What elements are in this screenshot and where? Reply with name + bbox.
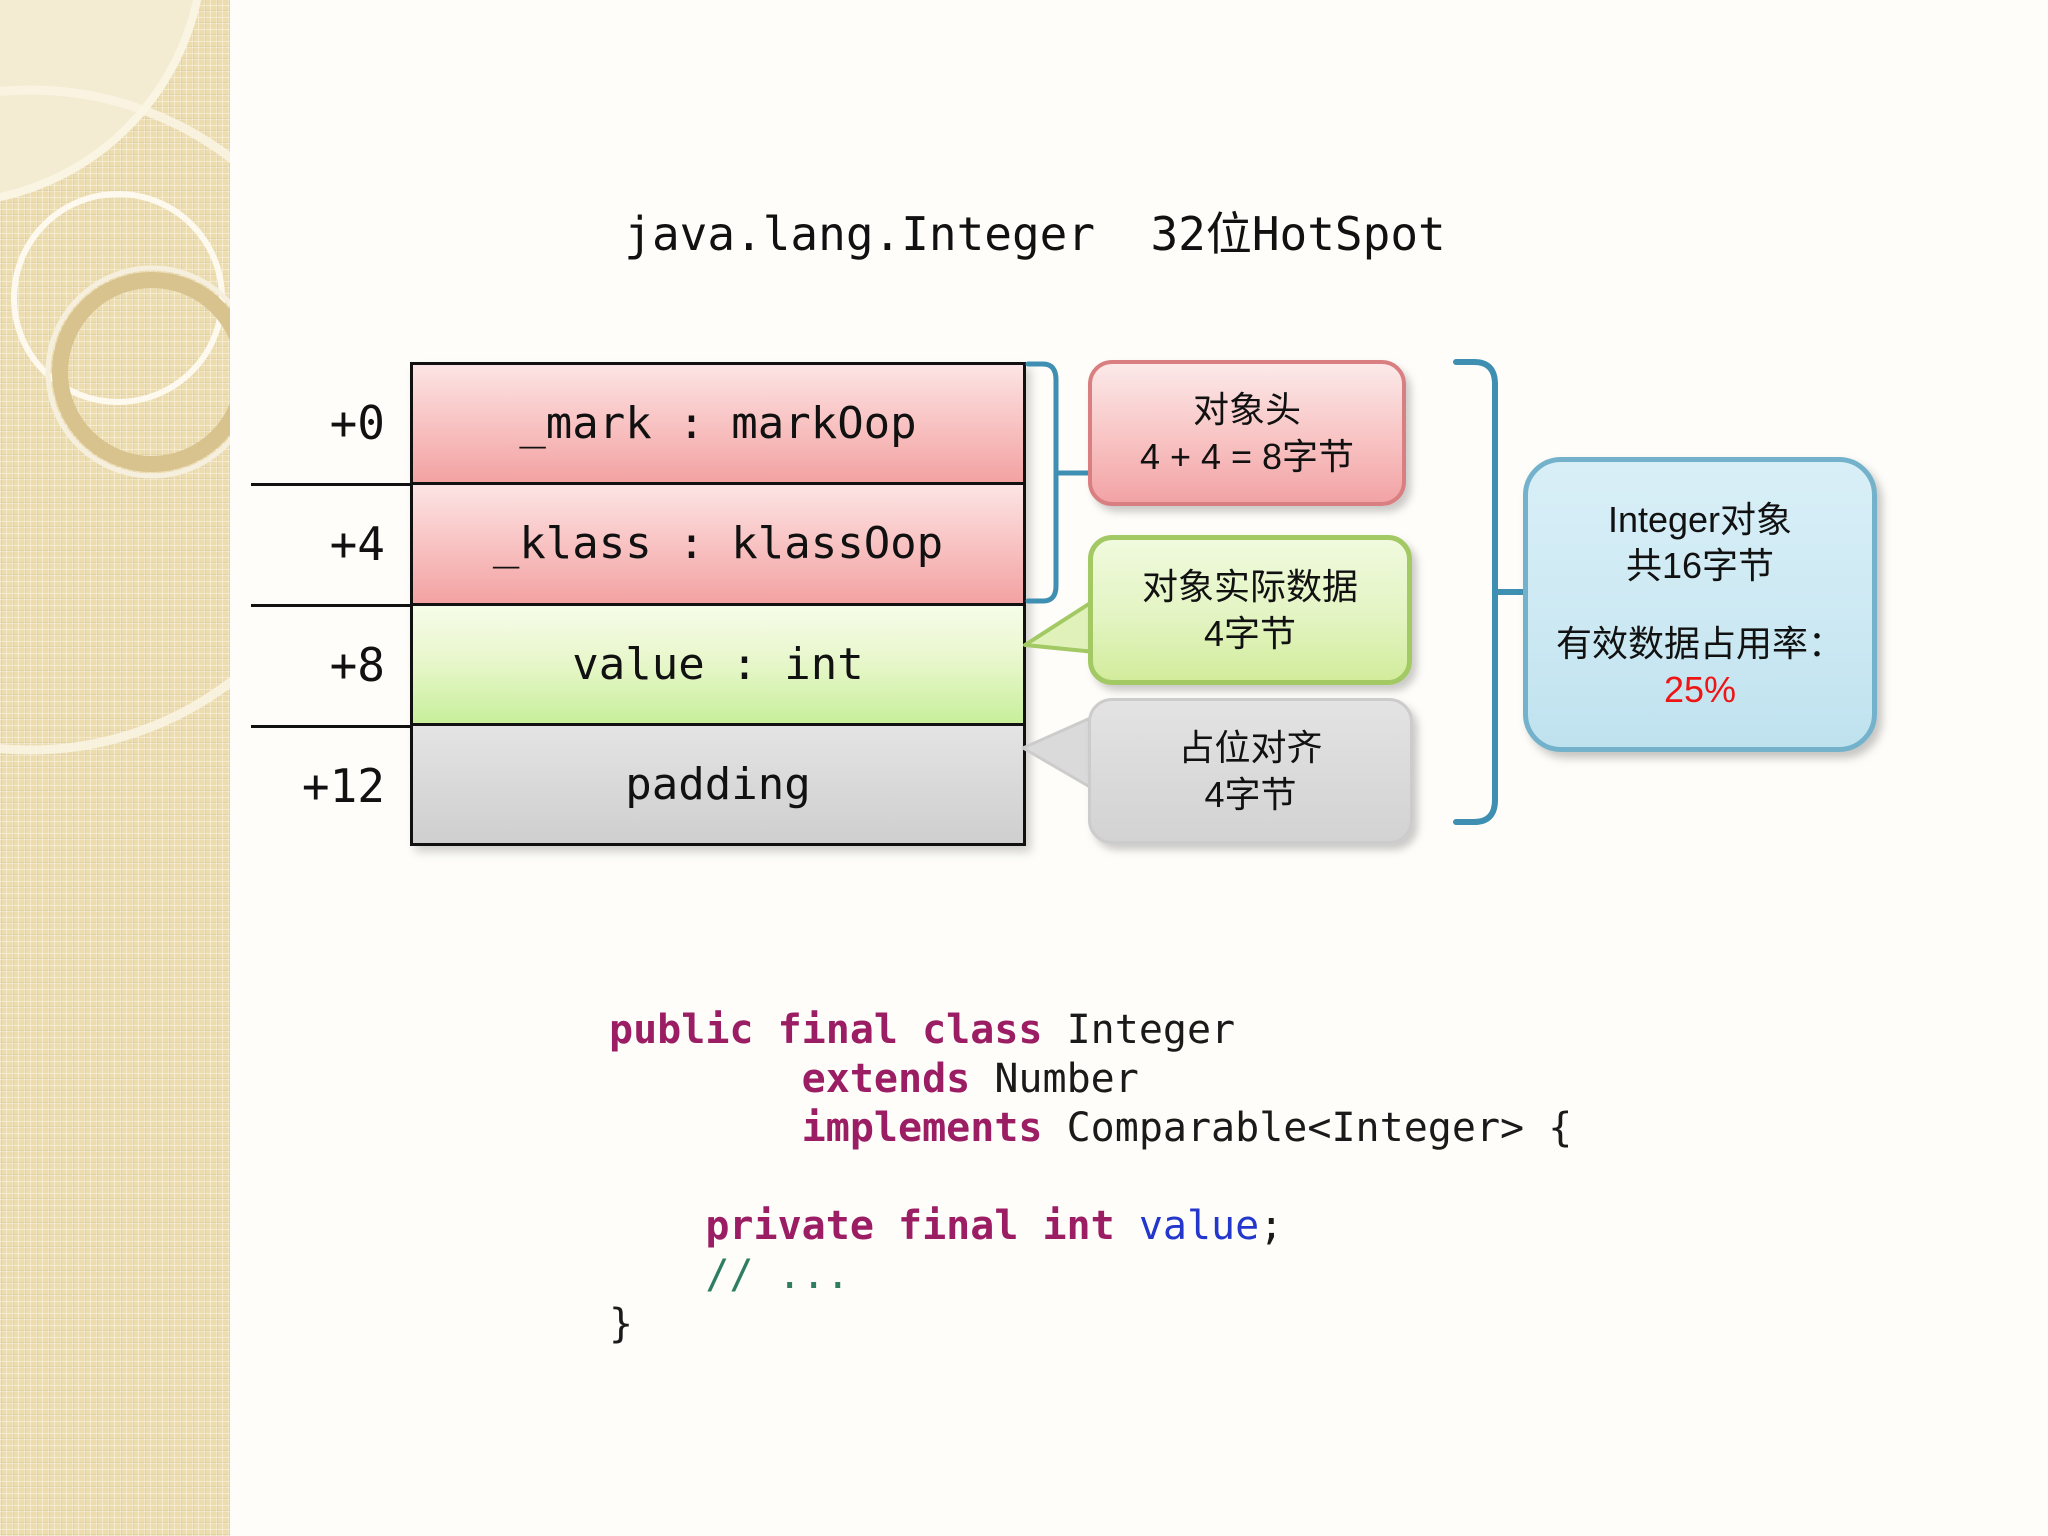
offset-label: +0 [329, 395, 385, 450]
left-decoration-panel [0, 0, 230, 1536]
callout-object-data: 对象实际数据 4字节 [1088, 535, 1412, 685]
offset-label: +8 [329, 637, 385, 692]
callout-line: 对象头 [1192, 389, 1301, 430]
table-row-mark: _mark : markOop [413, 365, 1023, 483]
thin-white-ring [11, 191, 225, 405]
code-block: public final class Integer extends Numbe… [609, 1006, 1572, 1349]
ring-outline [45, 265, 230, 479]
code-line: public final class Integer [609, 1007, 1236, 1053]
offset-divider-line [251, 604, 410, 607]
occupancy-percent: 25% [1663, 668, 1737, 710]
offset-label: +12 [301, 758, 385, 813]
callout-padding-align: 占位对齐 4字节 [1088, 698, 1413, 844]
callout-line: 4字节 [1203, 613, 1297, 654]
summary-line: 共16字节 [1625, 544, 1775, 586]
summary-box: Integer对象 共16字节 有效数据占用率： 25% [1523, 457, 1877, 752]
decorative-circles [0, 0, 230, 755]
large-ring [0, 85, 230, 755]
code-line: implements Comparable<Integer> { [609, 1105, 1573, 1151]
total-object-brace [1453, 359, 1526, 825]
offset-divider-line [251, 483, 410, 486]
callout-line: 4字节 [1204, 774, 1297, 815]
summary-line: Integer对象 [1607, 498, 1793, 540]
table-row-value: value : int [413, 602, 1023, 723]
code-line: // ... [609, 1252, 850, 1298]
object-header-brace [1025, 361, 1091, 604]
code-line: } [609, 1301, 634, 1347]
offset-label: +4 [329, 516, 385, 571]
padding-callout-tail [1021, 714, 1097, 792]
code-line: extends Number [609, 1056, 1139, 1102]
callout-line: 对象实际数据 [1141, 566, 1358, 607]
data-callout-tail [1023, 598, 1097, 654]
thick-tan-ring [52, 272, 230, 472]
code-line: private final int value; [609, 1203, 1284, 1249]
summary-line: 有效数据占用率： [1555, 622, 1844, 664]
memory-layout-table: _mark : markOop _klass : klassOop value … [410, 362, 1026, 846]
callout-line: 占位对齐 [1178, 727, 1323, 768]
offset-divider-line [251, 725, 410, 728]
callout-object-header: 对象头 4 + 4 = 8字节 [1088, 360, 1406, 506]
callout-line: 4 + 4 = 8字节 [1139, 436, 1355, 477]
table-row-klass: _klass : klassOop [413, 482, 1023, 603]
table-row-padding: padding [413, 722, 1023, 843]
page-title: java.lang.Integer 32位HotSpot [624, 207, 1446, 261]
code-line-blank [609, 1153, 1572, 1202]
